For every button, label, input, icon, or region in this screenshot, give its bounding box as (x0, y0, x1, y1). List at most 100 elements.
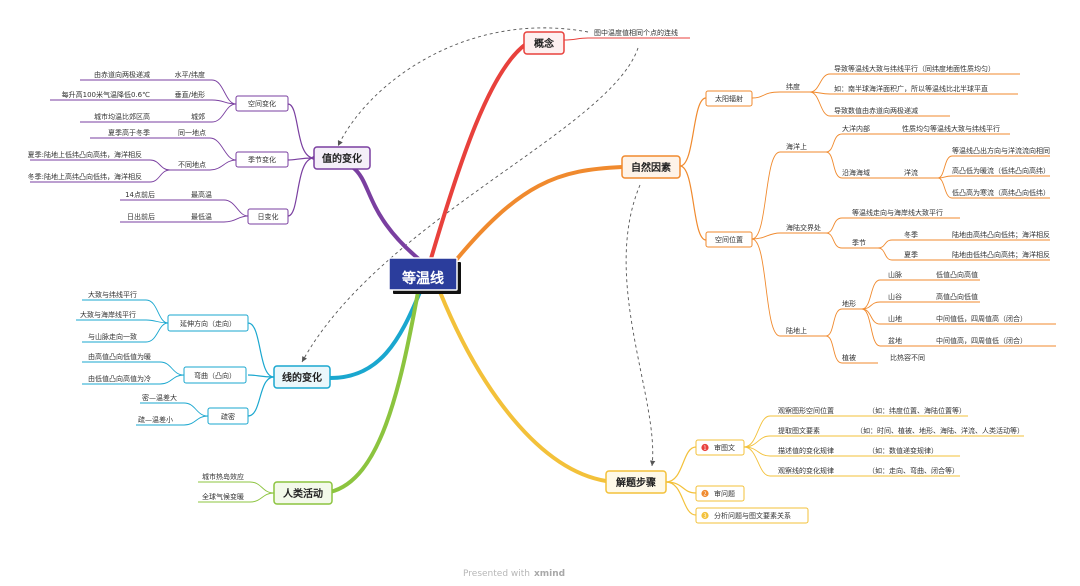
human-item-2: 全球气候变暖 (202, 492, 244, 501)
direction-item-1: 大致与纬线平行 (88, 290, 137, 299)
human-item-1: 城市热岛效应 (202, 472, 244, 481)
arrow-concept-to-line (301, 47, 639, 363)
step-1-badge (701, 443, 709, 452)
daily-mid-2: 最低温 (191, 212, 212, 221)
seasonal-diff-leaf-1: 夏季:陆地上低纬凸向高纬，海洋相反 (28, 150, 142, 159)
concept-branch: 概念 图中温度值相同个点的连线 (523, 28, 690, 55)
read-map-item-4: 观察线的变化规律 (778, 466, 834, 475)
daily-change-node[interactable] (247, 208, 289, 225)
ocean-inner-desc: 性质均匀等温线大致与纬线平行 (902, 124, 1000, 133)
curve-label: 弯曲（凸向） (194, 371, 236, 380)
terrain-desc-4: 中间值高，四周值低（闭合） (936, 336, 1027, 345)
seasonal-change-node[interactable] (235, 151, 289, 168)
seasonal-diff-place: 不同地点 (178, 160, 206, 169)
landsea-winter: 冬季 (904, 230, 918, 239)
spatial-leaf-2: 每升高100米气温降低0.6℃ (62, 90, 150, 99)
landsea-coast-desc: 等温线走向与海岸线大致平行 (852, 208, 943, 217)
value-change-branch: 值的变化 空间变化 水平/纬度 由赤道向两极递减 垂直/地形 每升高100米气温… (28, 70, 371, 225)
read-map-item-3: 描述值的变化规律 (778, 446, 834, 455)
footer-presented: Presented with (463, 569, 530, 579)
read-map-item-1: 观察图形空间位置 (778, 406, 834, 415)
solar-latitude: 纬度 (786, 82, 800, 91)
land-vegetation: 植被 (842, 353, 856, 362)
spatial-leaf-1: 由赤道向两极递减 (94, 70, 150, 79)
concept-title: 概念 (534, 37, 554, 50)
step-2-num: 2 (703, 492, 706, 498)
concept-definition: 图中温度值相同个点的连线 (594, 28, 678, 37)
concept-node[interactable] (523, 31, 565, 55)
value-change-title: 值的变化 (322, 152, 362, 165)
footer-brand: xmind (534, 569, 565, 579)
position-node[interactable] (705, 231, 753, 248)
read-map-detail-2: （如：时间、植被、地形、海陆、洋流、人类活动等） (856, 426, 1024, 435)
ocean-inner: 大洋内部 (842, 124, 870, 133)
line-change-branch: 线的变化 延伸方向（走向） 大致与纬线平行 大致与海岸线平行 与山脉走向一致 弯… (76, 290, 331, 426)
direction-label: 延伸方向（走向） (180, 319, 236, 328)
read-map-detail-1: （如：纬度位置、海陆位置等） (868, 406, 966, 415)
spatial-change-label: 空间变化 (248, 99, 276, 108)
arrow-concept-to-value (337, 27, 589, 147)
daily-leaf-1: 14点前后 (125, 190, 155, 199)
solar-node[interactable] (705, 90, 753, 107)
terrain-name-1: 山脉 (888, 270, 902, 279)
human-branch: 人类活动 城市热岛效应 全球气候变暖 (198, 472, 333, 505)
read-map-node[interactable] (695, 439, 745, 456)
spatial-leaf-3: 城市均温比郊区高 (94, 112, 150, 121)
curve-item-2: 由低值凸向高值为冷 (88, 374, 151, 383)
read-map-label: 审图文 (714, 443, 735, 452)
curve-item-1: 由高值凸向低值为暖 (88, 352, 151, 361)
landsea-season: 季节 (852, 238, 866, 247)
analyze-node[interactable] (695, 507, 809, 524)
density-item-2: 疏—温差小 (138, 415, 173, 424)
landsea-summer: 夏季 (904, 250, 918, 259)
read-question-label: 审问题 (714, 489, 735, 498)
solar-item-3: 导致数值由赤道向两极递减 (834, 106, 918, 115)
natural-branch: 自然因素 太阳辐射 纬度 导致等温线大致与纬线平行（同纬度地面性质均匀） 如：南… (621, 64, 1056, 364)
land-vegetation-desc: 比热容不同 (890, 353, 925, 362)
seasonal-same-place-leaf: 夏季高于冬季 (108, 128, 150, 137)
density-item-1: 密—温差大 (142, 393, 177, 402)
arrow-natural-to-steps (625, 184, 656, 467)
density-label: 疏密 (221, 412, 235, 421)
current-item-1: 等温线凸出方向与洋流流向相同 (952, 146, 1050, 155)
terrain-name-3: 山地 (888, 314, 902, 323)
relationship-arrows (301, 27, 656, 467)
terrain-desc-3: 中间值低，四周值高（闭合） (936, 314, 1027, 323)
landsea-label: 海陆交界处 (786, 223, 821, 232)
landsea-summer-desc: 陆地由低纬凸向高纬；海洋相反 (952, 250, 1050, 259)
step-1-num: 1 (703, 446, 706, 452)
current-item-2: 高凸低为暖流（低纬凸向高纬） (952, 166, 1050, 175)
seasonal-diff-leaf-2: 冬季:陆地上高纬凸向低纬，海洋相反 (28, 172, 142, 181)
seasonal-same-place: 同一地点 (178, 128, 206, 137)
current-item-3: 低凸高为寒流（高纬凸向低纬） (952, 188, 1050, 197)
root-title: 等温线 (402, 270, 444, 287)
read-question-node[interactable] (695, 485, 745, 502)
natural-node[interactable] (621, 155, 681, 179)
read-map-item-2: 提取图文要素 (778, 426, 820, 435)
read-map-detail-3: （如：数值递变规律） (868, 446, 938, 455)
step-2-badge (701, 489, 709, 498)
current-label: 洋流 (904, 168, 918, 177)
direction-item-2: 大致与海岸线平行 (80, 310, 136, 319)
terrain-name-4: 盆地 (888, 336, 902, 345)
line-change-title: 线的变化 (282, 371, 322, 384)
terrain-desc-1: 低值凸向高值 (936, 270, 978, 279)
position-label: 空间位置 (715, 235, 743, 244)
root-node[interactable]: 等温线 (388, 257, 461, 294)
step-3-num: 3 (703, 514, 706, 520)
coastal-label: 沿海海域 (842, 168, 870, 177)
steps-branch: 解题步骤 1 审图文 观察图形空间位置 （如：纬度位置、海陆位置等） 提取图文要… (605, 406, 1024, 524)
read-map-detail-4: （如：走向、弯曲、闭合等） (868, 466, 959, 475)
natural-title: 自然因素 (631, 161, 671, 174)
solar-label: 太阳辐射 (715, 94, 743, 103)
analyze-label: 分析问题与图文要素关系 (714, 511, 791, 520)
solar-item-2: 如：南半球海洋面积广，所以等温线比北半球平直 (834, 84, 988, 93)
direction-item-3: 与山脉走向一致 (88, 332, 137, 341)
land-label: 陆地上 (786, 326, 807, 335)
ocean-label: 海洋上 (786, 142, 807, 151)
spatial-change-node[interactable] (235, 95, 289, 112)
daily-change-label: 日变化 (258, 212, 279, 221)
daily-leaf-2: 日出前后 (127, 212, 155, 221)
solar-item-1: 导致等温线大致与纬线平行（同纬度地面性质均匀） (834, 64, 995, 73)
